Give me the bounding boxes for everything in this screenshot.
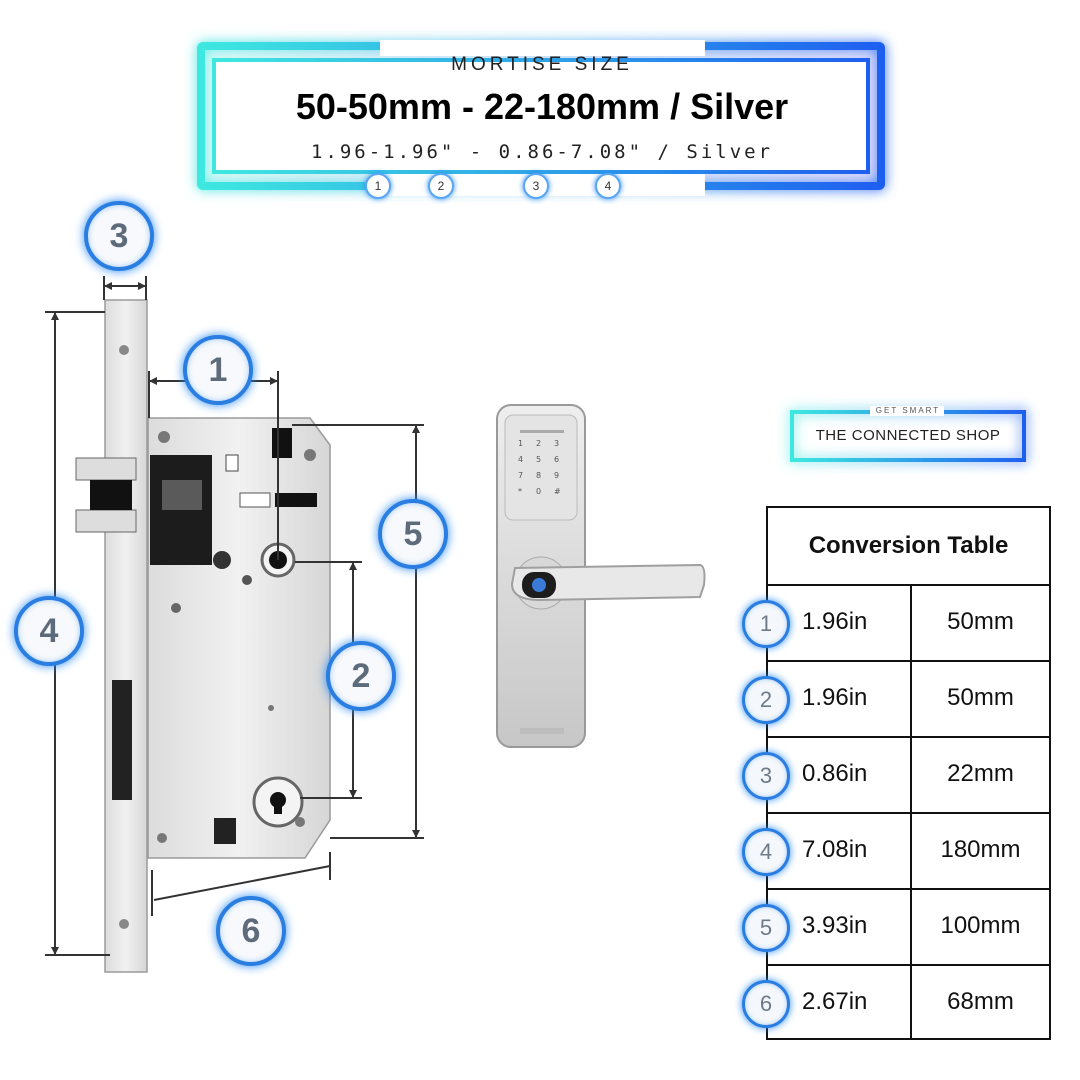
conversion-table: Conversion Table 1 1.96in 50mm 2 1.96in … <box>742 506 1051 1040</box>
table-title: Conversion Table <box>768 508 1049 586</box>
svg-text:7: 7 <box>518 471 523 480</box>
dimension-badge-4: 4 <box>14 596 84 666</box>
svg-text:*: * <box>518 487 522 496</box>
mm-value: 50mm <box>910 584 1049 660</box>
svg-text:8: 8 <box>536 471 541 480</box>
header-badge-3: 3 <box>523 173 549 199</box>
table-row: 2 1.96in 50mm <box>742 660 1049 738</box>
mm-value: 50mm <box>910 660 1049 736</box>
header-badge-1: 1 <box>365 173 391 199</box>
dimension-badge-5: 5 <box>378 499 448 569</box>
mm-value: 100mm <box>910 888 1049 964</box>
header-frame <box>197 42 885 190</box>
svg-text:#: # <box>554 487 561 496</box>
svg-text:6: 6 <box>554 455 559 464</box>
header-label: MORTISE SIZE <box>451 54 633 75</box>
table-row: 3 0.86in 22mm <box>742 736 1049 814</box>
inch-value: 1.96in <box>802 608 868 635</box>
header: MORTISE SIZE 50-50mm - 22-180mm / Silver… <box>195 40 889 199</box>
dimension-arrowheads <box>51 282 420 955</box>
row-badge: 1 <box>742 600 790 648</box>
svg-text:0: 0 <box>536 487 541 496</box>
logo-name: THE CONNECTED SHOP <box>815 427 1001 444</box>
mm-value: 22mm <box>910 736 1049 812</box>
inch-value: 2.67in <box>802 988 868 1015</box>
dimension-badge-6: 6 <box>216 896 286 966</box>
svg-text:1: 1 <box>518 439 523 448</box>
dimension-badge-2: 2 <box>326 641 396 711</box>
table-row: 5 3.93in 100mm <box>742 888 1049 966</box>
table-row: 1 1.96in 50mm <box>742 584 1049 662</box>
row-badge: 2 <box>742 676 790 724</box>
smart-lock-illustration: 1 2 3 4 5 6 7 8 9 * 0 # <box>496 404 706 748</box>
mm-value: 180mm <box>910 812 1049 888</box>
header-title: 50-50mm - 22-180mm / Silver <box>295 86 789 127</box>
header-badge-2: 2 <box>428 173 454 199</box>
svg-text:4: 4 <box>518 455 523 464</box>
header-subtitle: 1.96-1.96" - 0.86-7.08" / Silver <box>310 141 774 163</box>
dimension-badge-1: 1 <box>183 335 253 405</box>
inch-value: 1.96in <box>802 684 868 711</box>
table-row: 6 2.67in 68mm <box>742 964 1049 1040</box>
brand-logo: GET SMART THE CONNECTED SHOP <box>788 406 1028 464</box>
dimension-badge-3: 3 <box>84 201 154 271</box>
svg-text:2: 2 <box>536 439 541 448</box>
row-badge: 3 <box>742 752 790 800</box>
mortise-lock-illustration <box>75 299 331 973</box>
header-badge-4: 4 <box>595 173 621 199</box>
svg-text:9: 9 <box>554 471 559 480</box>
inch-value: 7.08in <box>802 836 868 863</box>
svg-text:3: 3 <box>554 439 559 448</box>
row-badge: 6 <box>742 980 790 1028</box>
svg-text:5: 5 <box>536 455 541 464</box>
inch-value: 3.93in <box>802 912 868 939</box>
logo-tagline: GET SMART <box>875 406 941 415</box>
mm-value: 68mm <box>910 964 1049 1040</box>
row-badge: 4 <box>742 828 790 876</box>
inch-value: 0.86in <box>802 760 868 787</box>
row-badge: 5 <box>742 904 790 952</box>
table-row: 4 7.08in 180mm <box>742 812 1049 890</box>
